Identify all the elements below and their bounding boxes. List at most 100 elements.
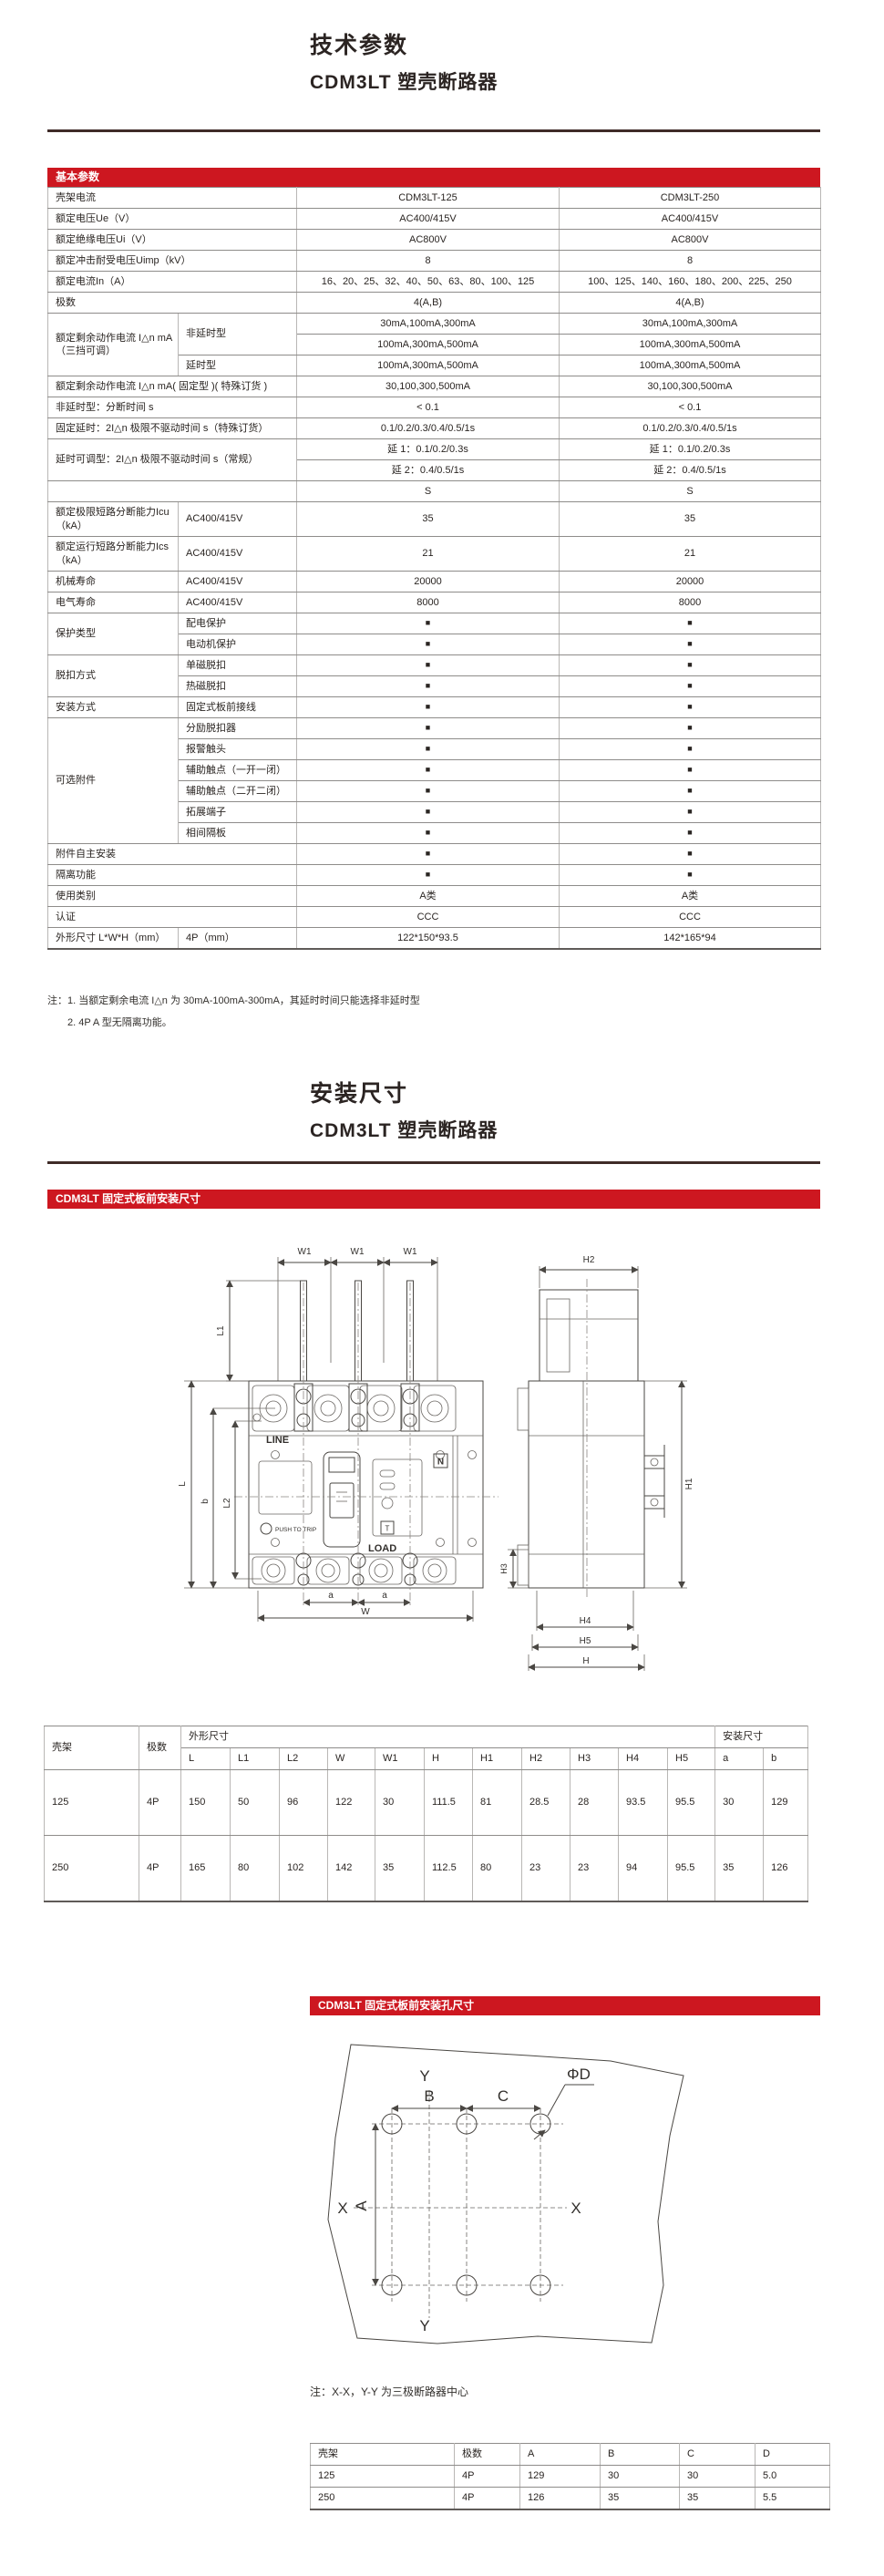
table-cell: < 0.1	[296, 397, 560, 418]
table-cell: AC400/415V	[178, 592, 297, 613]
table-cell: 电动机保护	[178, 634, 297, 655]
section2-title-block: 安装尺寸 CDM3LT 塑壳断路器	[310, 1076, 693, 1143]
table-cell: 100mA,300mA,500mA	[296, 355, 560, 376]
table-cell: 相间隔板	[178, 822, 297, 844]
table-cell: ■	[296, 843, 560, 865]
table-cell: ■	[559, 759, 821, 781]
table-cell: ■	[559, 864, 821, 886]
table-cell: 35	[679, 2487, 756, 2509]
axis-label-y-top: Y	[419, 2067, 429, 2085]
table-cell: 126	[519, 2487, 601, 2509]
table-cell: 35	[296, 501, 560, 537]
neutral-pole-label: N	[437, 1458, 444, 1468]
table-cell: 热磁脱扣	[178, 675, 297, 697]
dim-label-a: a	[328, 1591, 334, 1601]
table-cell: 30,100,300,500mA	[559, 376, 821, 397]
table-cell: 延 2：0.4/0.5/1s	[296, 459, 560, 481]
table-cell: 4P	[454, 2465, 520, 2488]
table-cell: C	[679, 2443, 756, 2466]
table-cell: 8000	[296, 592, 560, 613]
table-cell: 50	[230, 1769, 280, 1836]
table-cell: 配电保护	[178, 613, 297, 634]
table-cell: 分励脱扣器	[178, 717, 297, 739]
dim-label-w1: W1	[404, 1247, 417, 1257]
front-view-drawing: W1 W1 W1 L1	[178, 1247, 499, 1622]
table-cell: 极数	[47, 292, 297, 314]
table-cell: ■	[296, 738, 560, 760]
table-cell: ■	[296, 801, 560, 823]
table-cell: 126	[763, 1835, 809, 1901]
section2-divider	[47, 1161, 820, 1164]
table-cell: ■	[296, 654, 560, 676]
dim-label-l2: L2	[222, 1498, 232, 1509]
table-cell: H1	[472, 1747, 522, 1770]
dim-label-a: A	[353, 2200, 370, 2211]
section2-title: 安装尺寸	[310, 1081, 409, 1107]
table-cell: 21	[296, 536, 560, 572]
table-cell: 80	[472, 1835, 522, 1901]
table-cell: 脱扣方式	[47, 654, 179, 697]
table-cell: 81	[472, 1769, 522, 1836]
table-cell: 35	[375, 1835, 425, 1901]
table-cell: AC400/415V	[178, 536, 297, 572]
table-cell: 安装尺寸	[714, 1726, 809, 1748]
table-cell: < 0.1	[559, 397, 821, 418]
page-title: 技术参数	[310, 33, 409, 58]
table-cell: CDM3LT-125	[296, 187, 560, 209]
basic-params-header-bar: 基本参数	[47, 168, 820, 187]
dim-label-b: B	[424, 2087, 434, 2105]
table-cell: ■	[296, 780, 560, 802]
table-cell: 100mA,300mA,500mA	[559, 355, 821, 376]
note-line-2: 2. 4P A 型无隔离功能。	[67, 1016, 172, 1028]
table-cell: L1	[230, 1747, 280, 1770]
table-cell: 拓展端子	[178, 801, 297, 823]
table-cell: 8000	[559, 592, 821, 613]
table-cell: L2	[279, 1747, 328, 1770]
table-cell: 0.1/0.2/0.3/0.4/0.5/1s	[296, 417, 560, 439]
table-cell: 122	[327, 1769, 375, 1836]
table-cell: 4P	[139, 1835, 181, 1901]
table-cell: 8	[296, 250, 560, 272]
table-cell: AC400/415V	[178, 571, 297, 592]
table-cell: ■	[559, 654, 821, 676]
table-cell: 壳架	[44, 1726, 139, 1770]
table-notes: 注：1. 当额定剩余电流 I△n 为 30mA-100mA-300mA，其延时时…	[47, 994, 795, 1030]
dim-label-h3: H3	[499, 1563, 509, 1574]
table-cell: 报警触头	[178, 738, 297, 760]
table-cell: ■	[559, 634, 821, 655]
mounting-holes-banner: CDM3LT 固定式板前安装孔尺寸	[310, 1996, 820, 2015]
table-cell: D	[755, 2443, 830, 2466]
section2-subtitle: CDM3LT 塑壳断路器	[310, 1120, 499, 1141]
table-cell: 129	[763, 1769, 809, 1836]
table-cell: A	[519, 2443, 601, 2466]
test-button-label: T	[385, 1525, 390, 1533]
table-cell: 30	[679, 2465, 756, 2488]
table-cell: 认证	[47, 906, 297, 928]
table-cell: 125	[44, 1769, 139, 1836]
table-cell: L	[180, 1747, 231, 1770]
table-cell: 28.5	[521, 1769, 570, 1836]
table-cell: 延时可调型：2I△n 极限不驱动时间 s（常规）	[47, 438, 297, 481]
holes-note: 注：X-X，Y-Y 为三极断路器中心	[310, 2385, 469, 2398]
table-cell: 使用类别	[47, 885, 297, 907]
table-cell: AC400/415V	[296, 208, 560, 230]
dim-label-h: H	[582, 1656, 589, 1666]
table-cell: ■	[559, 822, 821, 844]
table-cell: 165	[180, 1835, 231, 1901]
table-cell: 30mA,100mA,300mA	[559, 313, 821, 335]
section1-title-block: 技术参数 CDM3LT 塑壳断路器	[310, 27, 693, 95]
table-cell: 额定运行短路分断能力Ics（kA）	[47, 536, 179, 572]
table-cell: 壳架	[310, 2443, 455, 2466]
table-cell: 30mA,100mA,300mA	[296, 313, 560, 335]
table-cell: H	[424, 1747, 473, 1770]
dim-label-b: b	[200, 1499, 211, 1504]
table-cell: 250	[310, 2487, 455, 2509]
table-cell: W1	[375, 1747, 425, 1770]
table-cell: 21	[559, 536, 821, 572]
note-line-1: 注：1. 当额定剩余电流 I△n 为 30mA-100mA-300mA，其延时时…	[47, 995, 420, 1006]
table-cell: 8	[559, 250, 821, 272]
table-cell: S	[559, 480, 821, 502]
table-cell: A类	[296, 885, 560, 907]
